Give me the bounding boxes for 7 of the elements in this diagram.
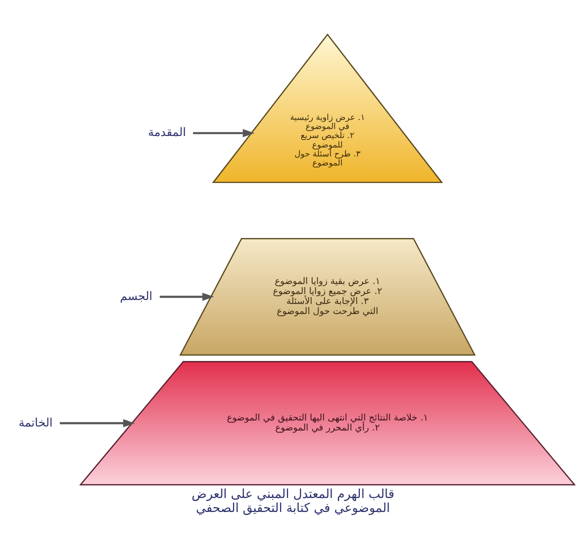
node-text: الخاتمة [18,415,53,430]
arrow [160,292,214,301]
node-text: المقدمة [148,125,186,140]
caption: قالب الهرم المعتدل المبني على العرض الموضوعي في كتابة التحقيق الصحفي [192,486,394,516]
node-text: الجسم [120,288,152,303]
arrow [193,129,254,138]
arrow [60,419,135,428]
